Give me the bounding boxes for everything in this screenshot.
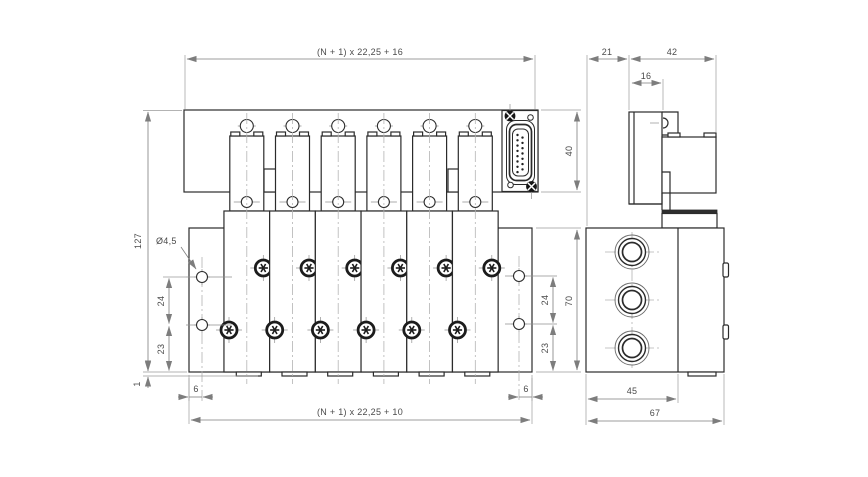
dsub-connector [501, 104, 539, 199]
dim-solenoid-width-label: 16 [641, 71, 652, 81]
dim-offset-left-label: 21 [602, 47, 613, 57]
mounting-tab [722, 262, 730, 278]
front-view [183, 104, 557, 401]
dim-hole-inset-right-label: 6 [523, 384, 528, 394]
front-view-dimensions: (N + 1) x 22,25 + 16 127 1 Ø4,5 24 23 6 … [132, 47, 581, 424]
dim-hole-inset-left-label: 6 [193, 384, 198, 394]
mounting-tab [722, 324, 730, 340]
dim-body-width-label: 67 [650, 408, 661, 418]
dim-rail-height-label: 40 [564, 146, 574, 157]
dim-total-height-label: 127 [133, 233, 143, 249]
manual-override [662, 117, 669, 129]
dim-bottom-width-label: (N + 1) x 22,25 + 10 [317, 407, 403, 417]
pneumatic-ports [605, 232, 659, 368]
end-plate-holes [186, 256, 557, 401]
screw-icon [503, 109, 517, 123]
hole-diameter-label: Ø4,5 [156, 236, 177, 246]
screw-icon [507, 181, 514, 189]
side-view-dimensions: 21 42 16 45 67 [585, 47, 725, 425]
dsub-pins [516, 133, 524, 174]
dim-hole-spacing-right-label: 24 [540, 295, 550, 306]
screw-icon [525, 180, 538, 193]
dim-top-width-side-label: 42 [667, 47, 678, 57]
dim-hole-bottom-right-label: 23 [540, 343, 550, 354]
foot [687, 371, 717, 377]
dim-top-width-label: (N + 1) x 22,25 + 16 [317, 47, 403, 57]
dim-plate-height-label: 70 [564, 296, 574, 307]
screw-icon [527, 114, 534, 121]
dim-foot-height-label: 1 [132, 381, 142, 386]
dim-hole-spacing-left-label: 24 [156, 296, 166, 307]
solenoid-coil [661, 136, 717, 194]
side-view [585, 111, 730, 377]
dim-port-section-width-label: 45 [627, 386, 638, 396]
rail-bracket [263, 168, 277, 193]
dim-hole-bottom-left-label: 23 [156, 344, 166, 355]
